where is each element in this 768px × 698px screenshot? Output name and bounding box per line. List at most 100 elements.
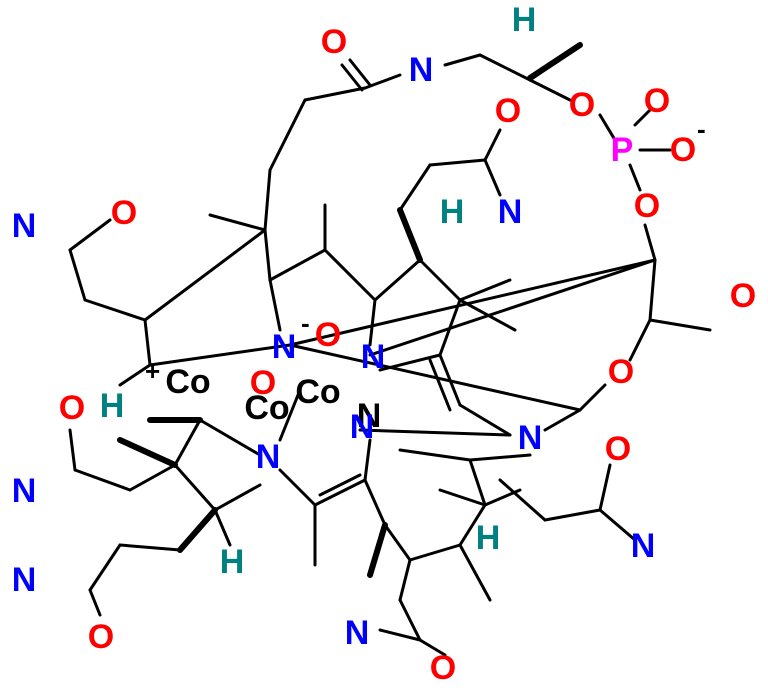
atom-o: O (430, 649, 456, 687)
bond-wedge (177, 507, 218, 553)
bond (398, 598, 422, 642)
bond (478, 53, 532, 82)
atom-o: O (315, 316, 341, 354)
atom-n: N (345, 614, 370, 652)
atom-n: N (12, 207, 37, 245)
bond (458, 543, 492, 602)
bond (288, 343, 582, 412)
bond (398, 448, 472, 462)
bond (268, 98, 307, 172)
bond (198, 418, 262, 457)
bond (213, 483, 262, 512)
bond (408, 543, 462, 562)
bond (128, 463, 177, 492)
bond (398, 558, 412, 602)
atom-n: N (350, 408, 375, 446)
bond (213, 508, 232, 547)
atom-n: N (631, 527, 656, 565)
bond (263, 228, 272, 282)
atom-h: H (440, 193, 465, 231)
bond (468, 453, 532, 462)
bond (363, 438, 372, 482)
atom-h: H (220, 543, 245, 581)
charge-minus: - (301, 308, 310, 338)
bond (143, 228, 267, 322)
bond (458, 278, 512, 302)
bond (443, 53, 482, 67)
atom-co: Co (165, 363, 210, 401)
bond (323, 248, 377, 302)
atom-o: O (495, 92, 521, 130)
atom-o: O (111, 194, 137, 232)
bond (88, 543, 122, 592)
bond (438, 298, 462, 357)
bond (363, 73, 402, 90)
bond (498, 478, 547, 522)
atom-o: O (730, 277, 756, 315)
bond (73, 468, 132, 492)
atom-o: O (644, 82, 670, 120)
atom-p: P (611, 131, 634, 169)
bond (278, 388, 302, 442)
atom-co: Co (295, 373, 340, 411)
atom-o: O (605, 430, 631, 468)
bond (268, 248, 327, 282)
bond-wedge (527, 42, 583, 81)
bond (368, 258, 657, 357)
atom-o: O (88, 618, 114, 656)
bond-lines (68, 42, 712, 657)
bond (313, 478, 367, 507)
bond (578, 383, 607, 412)
bond (648, 318, 712, 332)
charge-minus: - (697, 114, 706, 144)
bond (598, 508, 637, 542)
bond (643, 223, 657, 262)
atom-co: Co (244, 389, 289, 427)
bond (483, 128, 502, 162)
bond (458, 503, 487, 547)
bond (543, 408, 582, 432)
bond (648, 258, 657, 322)
atom-n: N (272, 328, 297, 366)
bond (458, 298, 517, 332)
bond-wedge (397, 207, 423, 263)
bond (303, 86, 367, 102)
atom-n: N (409, 51, 434, 89)
bond (438, 488, 487, 507)
atom-h: H (476, 519, 501, 557)
bond (118, 363, 152, 387)
bond (318, 473, 362, 497)
bond (363, 478, 387, 527)
bond (418, 638, 447, 657)
atom-n: N (12, 472, 37, 510)
bond (88, 588, 102, 617)
bond (263, 168, 272, 232)
bond (148, 343, 292, 367)
bond (173, 463, 217, 512)
bond (118, 543, 182, 552)
bond (418, 258, 462, 302)
bond (288, 258, 657, 347)
bond (468, 458, 487, 507)
atom-o: O (321, 23, 347, 61)
atom-o: O (608, 353, 634, 391)
bond (68, 428, 77, 472)
bond (383, 523, 412, 562)
bond (373, 258, 422, 302)
bond (358, 428, 512, 437)
atom-n: N (498, 193, 523, 231)
bond (628, 163, 642, 192)
bond (633, 108, 652, 127)
bond (68, 218, 112, 252)
bond (368, 298, 377, 347)
atom-o: O (250, 364, 276, 402)
bond (378, 628, 422, 642)
atom-o: O (569, 86, 595, 124)
bond-wedge (367, 522, 388, 578)
bond (268, 278, 282, 332)
bond (143, 318, 152, 367)
bond (398, 163, 432, 212)
bond (348, 58, 372, 87)
atom-o: O (634, 187, 660, 225)
bond (598, 463, 612, 512)
